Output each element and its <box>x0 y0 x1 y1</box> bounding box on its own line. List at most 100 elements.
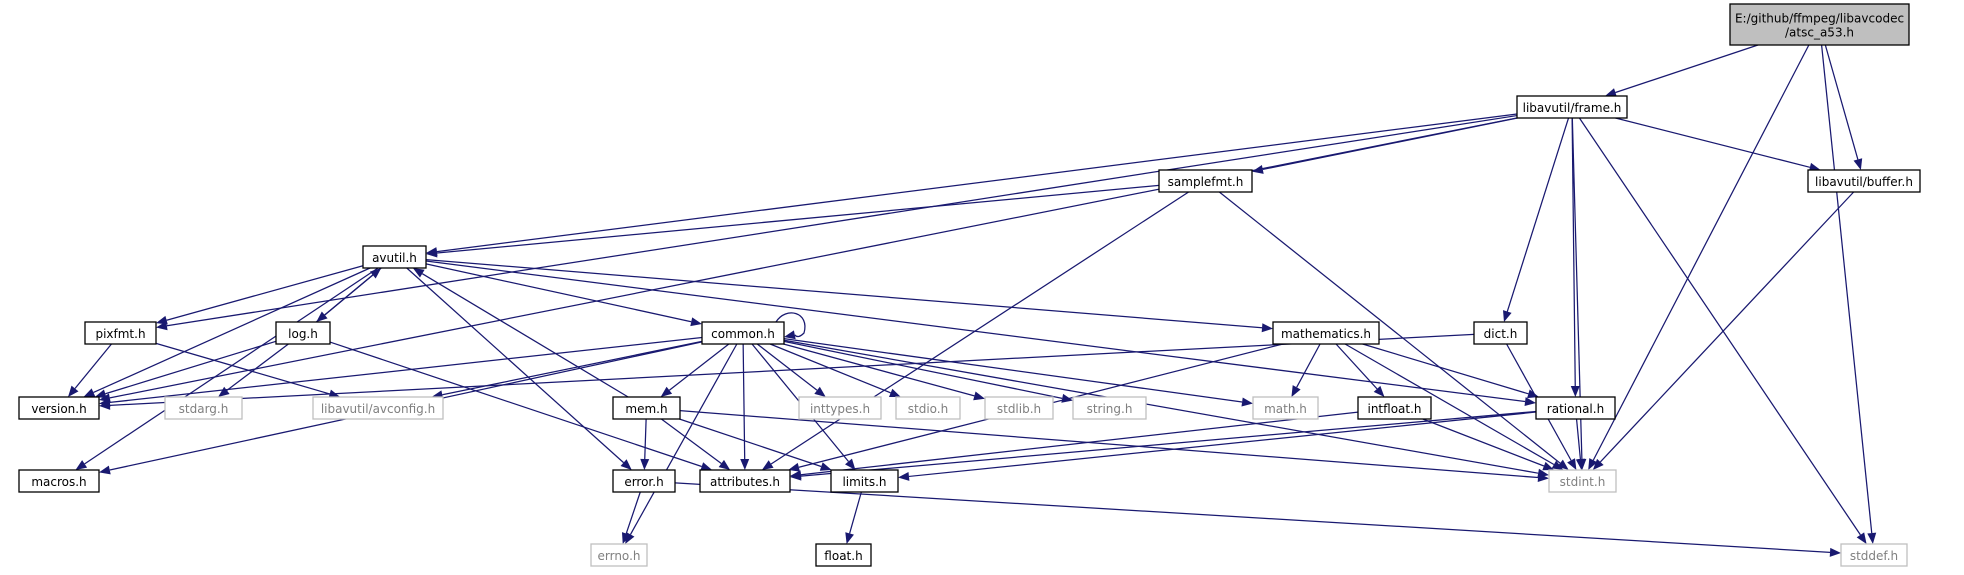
node-avutil-label: avutil.h <box>372 251 417 265</box>
node-attributes-label: attributes.h <box>710 475 780 489</box>
node-mem[interactable]: mem.h <box>612 396 681 420</box>
edge-buffer-to-stdint <box>1592 191 1855 470</box>
node-errno-box <box>590 543 648 567</box>
edge-root-to-stdint <box>1588 44 1810 470</box>
node-avutil-box <box>362 245 427 269</box>
node-frame[interactable]: libavutil/frame.h <box>1516 95 1628 119</box>
edge-dict-to-version <box>99 333 1475 410</box>
edge-error-to-stddef <box>674 482 1841 557</box>
node-error[interactable]: error.h <box>612 469 676 493</box>
node-macros-box <box>18 469 100 493</box>
node-pixfmt[interactable]: pixfmt.h <box>84 321 157 345</box>
node-buffer[interactable]: libavutil/buffer.h <box>1807 169 1921 193</box>
node-samplefmt-box <box>1158 169 1253 193</box>
node-avutil[interactable]: avutil.h <box>362 245 427 269</box>
node-dict-label: dict.h <box>1484 327 1518 341</box>
node-rational-label: rational.h <box>1547 402 1604 416</box>
node-root-box <box>1729 3 1910 46</box>
node-frame-label: libavutil/frame.h <box>1523 101 1622 115</box>
edge-mem-to-error <box>640 418 650 470</box>
node-common-label: common.h <box>711 327 775 341</box>
edge-root-to-stddef <box>1820 44 1877 544</box>
node-inttypes-label: inttypes.h <box>810 402 870 416</box>
edge-log-to-avutil <box>315 268 382 323</box>
node-errno: errno.h <box>590 543 648 567</box>
node-log-label: log.h <box>288 327 318 341</box>
node-stdlib: stdlib.h <box>984 396 1054 420</box>
node-common[interactable]: common.h <box>701 321 785 345</box>
node-samplefmt[interactable]: samplefmt.h <box>1158 169 1253 193</box>
edge-common-to-avconfig <box>431 340 703 400</box>
edge-common-to-attributes <box>740 343 750 470</box>
node-dict-box <box>1473 321 1528 345</box>
edge-limits-to-float <box>845 491 862 544</box>
edge-mem-to-attributes <box>660 418 731 470</box>
node-float-box <box>815 543 872 567</box>
node-stdarg: stdarg.h <box>164 396 243 420</box>
node-float[interactable]: float.h <box>815 543 872 567</box>
edge-mathematics-to-math <box>1291 343 1321 397</box>
edge-samplefmt-to-avutil <box>426 184 1160 258</box>
node-root[interactable]: E:/github/ffmpeg/libavcodec/atsc_a53.h <box>1729 3 1910 46</box>
node-stddef-label: stddef.h <box>1850 549 1898 563</box>
edge-common-to-stdlib <box>783 343 985 401</box>
node-version-label: version.h <box>31 402 86 416</box>
node-mathematics-label: mathematics.h <box>1281 327 1371 341</box>
node-math: math.h <box>1252 396 1319 420</box>
node-mem-label: mem.h <box>625 402 667 416</box>
node-stdarg-box <box>164 396 243 420</box>
node-dict[interactable]: dict.h <box>1473 321 1528 345</box>
node-mathematics-box <box>1272 321 1380 345</box>
node-mem-box <box>612 396 681 420</box>
edge-frame-to-avutil <box>426 113 1518 257</box>
edge-common-to-math <box>783 338 1253 407</box>
node-stdio-box <box>895 396 961 420</box>
edge-frame-to-dict <box>1503 117 1570 322</box>
node-stdlib-box <box>984 396 1054 420</box>
edge-frame-to-pixfmt <box>156 114 1518 331</box>
node-rational[interactable]: rational.h <box>1535 396 1616 420</box>
node-avconfig-label: libavutil/avconfig.h <box>321 402 435 416</box>
graph-edges <box>68 44 1877 557</box>
node-avconfig-box <box>312 396 444 420</box>
node-log-box <box>275 321 331 345</box>
node-string: string.h <box>1072 396 1147 420</box>
node-pixfmt-label: pixfmt.h <box>95 327 145 341</box>
edge-pixfmt-to-avconfig <box>155 342 341 399</box>
node-attributes-box <box>699 469 791 493</box>
node-mathematics[interactable]: mathematics.h <box>1272 321 1380 345</box>
node-root-label: E:/github/ffmpeg/libavcodec <box>1735 12 1904 26</box>
node-limits[interactable]: limits.h <box>830 469 899 493</box>
node-log[interactable]: log.h <box>275 321 331 345</box>
node-stdio-label: stdio.h <box>908 402 948 416</box>
graph-nodes: E:/github/ffmpeg/libavcodec/atsc_a53.hli… <box>18 3 1921 567</box>
node-error-label: error.h <box>624 475 663 489</box>
node-stdint-box <box>1548 469 1617 493</box>
node-rational-box <box>1535 396 1616 420</box>
node-stdarg-label: stdarg.h <box>179 402 229 416</box>
node-intfloat[interactable]: intfloat.h <box>1357 396 1432 420</box>
node-macros[interactable]: macros.h <box>18 469 100 493</box>
node-buffer-label: libavutil/buffer.h <box>1815 175 1913 189</box>
edge-avutil-to-mathematics <box>425 258 1273 333</box>
node-stdint-label: stdint.h <box>1560 475 1606 489</box>
node-error-box <box>612 469 676 493</box>
node-version[interactable]: version.h <box>18 396 100 420</box>
edge-mathematics-to-intfloat <box>1335 343 1385 397</box>
node-version-box <box>18 396 100 420</box>
edge-log-to-version <box>94 340 277 399</box>
edge-intfloat-to-stdint <box>1422 418 1555 471</box>
node-string-label: string.h <box>1087 402 1133 416</box>
edge-log-to-stdarg <box>218 343 289 397</box>
node-math-box <box>1252 396 1319 420</box>
node-common-box <box>701 321 785 345</box>
edge-error-to-errno <box>621 491 641 544</box>
node-intfloat-label: intfloat.h <box>1367 402 1421 416</box>
edge-rational-to-limits <box>898 411 1537 481</box>
edge-avutil-to-version <box>83 267 371 397</box>
node-samplefmt-label: samplefmt.h <box>1168 175 1244 189</box>
edge-avutil-to-macros <box>75 267 379 470</box>
edge-frame-to-stddef <box>1578 117 1867 544</box>
node-attributes[interactable]: attributes.h <box>699 469 791 493</box>
